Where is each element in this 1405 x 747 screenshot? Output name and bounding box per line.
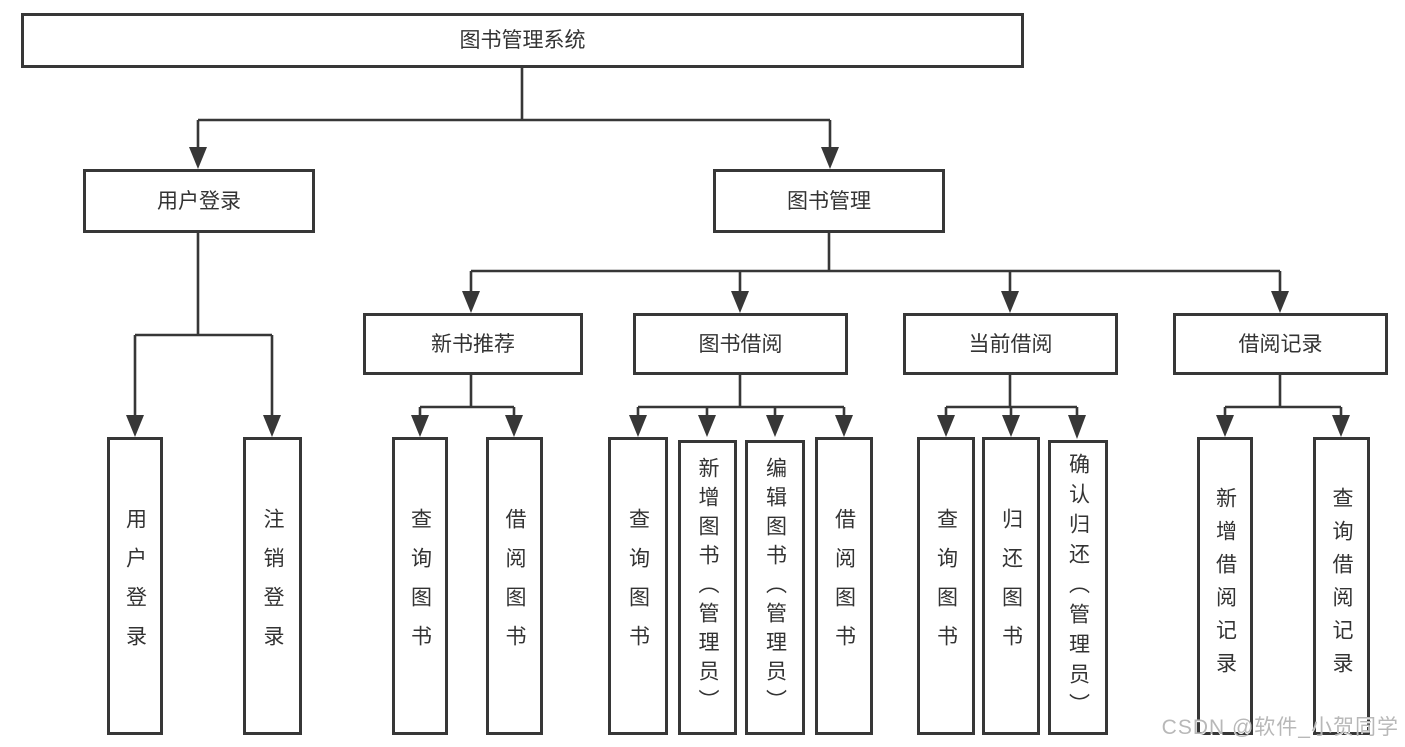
node-add-borrow-record: 新增借阅记录 bbox=[1197, 437, 1253, 735]
node-logout: 注销登录 bbox=[243, 437, 302, 735]
node-edit-books-admin: 编辑图书（管理员） bbox=[745, 440, 805, 735]
node-borrow-books-2: 借阅图书 bbox=[815, 437, 873, 735]
node-add-books-admin: 新增图书（管理员） bbox=[678, 440, 737, 735]
node-user-login: 用户登录 bbox=[83, 169, 315, 233]
node-new-book-recommendation: 新书推荐 bbox=[363, 313, 583, 375]
node-book-management: 图书管理 bbox=[713, 169, 945, 233]
node-confirm-return-admin: 确认归还（管理员） bbox=[1048, 440, 1108, 735]
node-query-books-1: 查询图书 bbox=[392, 437, 448, 735]
node-query-borrow-record: 查询借阅记录 bbox=[1313, 437, 1370, 735]
node-user-login-leaf: 用户登录 bbox=[107, 437, 163, 735]
node-query-books-2: 查询图书 bbox=[608, 437, 668, 735]
csdn-watermark: CSDN @软件_小贺同学 bbox=[1161, 716, 1399, 739]
node-current-borrowing: 当前借阅 bbox=[903, 313, 1118, 375]
node-library-management-system: 图书管理系统 bbox=[21, 13, 1024, 68]
node-query-books-3: 查询图书 bbox=[917, 437, 975, 735]
node-borrow-books-1: 借阅图书 bbox=[486, 437, 543, 735]
node-borrowing-records: 借阅记录 bbox=[1173, 313, 1388, 375]
node-book-borrowing: 图书借阅 bbox=[633, 313, 848, 375]
node-return-books: 归还图书 bbox=[982, 437, 1040, 735]
